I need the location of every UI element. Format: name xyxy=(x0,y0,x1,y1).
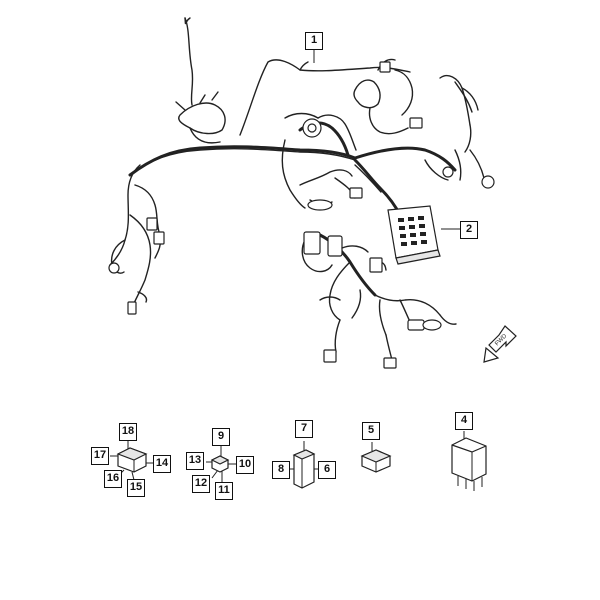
relay-part xyxy=(451,431,487,491)
callout-18: 18 xyxy=(119,423,137,441)
callout-13: 13 xyxy=(186,452,204,470)
cartridge-fuse-part xyxy=(290,441,318,489)
callout-12: 12 xyxy=(192,475,210,493)
callout-14: 14 xyxy=(153,455,171,473)
junction-block xyxy=(387,205,441,265)
callout-6: 6 xyxy=(318,461,336,479)
callout-8: 8 xyxy=(272,461,290,479)
callout-1: 1 xyxy=(305,32,323,50)
callout-17: 17 xyxy=(91,447,109,465)
callout-9: 9 xyxy=(212,428,230,446)
callout-11: 11 xyxy=(215,482,233,500)
forward-direction-arrow: FWD xyxy=(483,325,517,363)
callout-7: 7 xyxy=(295,420,313,438)
callout-5: 5 xyxy=(362,422,380,440)
mini-fuse-part xyxy=(360,442,392,473)
wiring-harness xyxy=(108,17,495,369)
callout-15: 15 xyxy=(127,479,145,497)
callout-16: 16 xyxy=(104,470,122,488)
callout-2: 2 xyxy=(460,221,478,239)
callout-4: 4 xyxy=(455,412,473,430)
fuse-set-b xyxy=(206,446,236,482)
callout-10: 10 xyxy=(236,456,254,474)
fuse-set-a xyxy=(110,441,154,481)
